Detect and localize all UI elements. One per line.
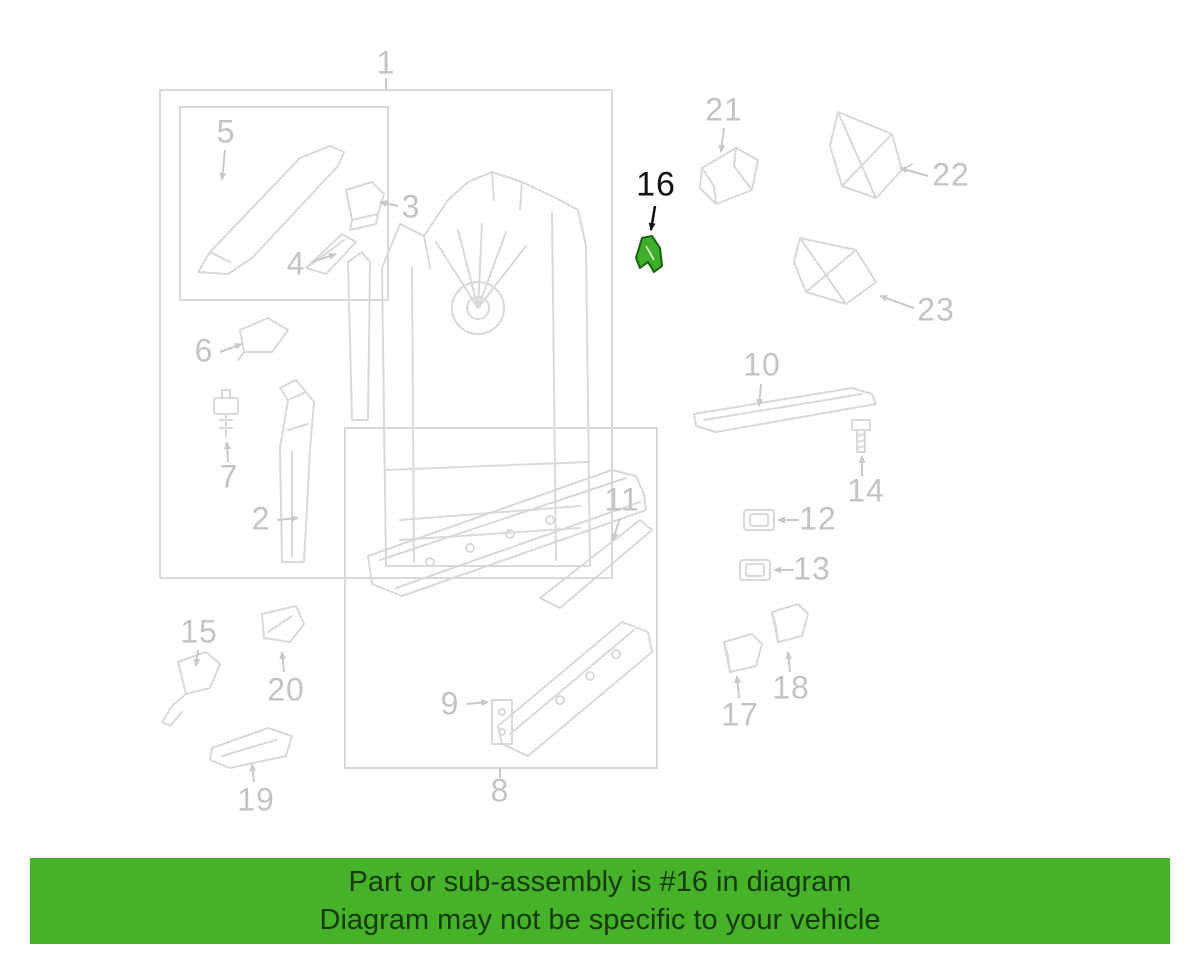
part-drawing-22 xyxy=(829,111,913,199)
banner-line-1: Part or sub-assembly is #16 in diagram xyxy=(348,866,852,898)
highlighted-part-16 xyxy=(635,235,663,273)
part-drawing-2 xyxy=(279,379,315,563)
part-drawing-6 xyxy=(237,317,289,361)
part-drawing-5 xyxy=(197,145,345,275)
part-drawing-19 xyxy=(209,727,293,769)
part-drawing-9 xyxy=(491,621,653,757)
part-drawing-10 xyxy=(693,387,877,433)
part-drawing-20 xyxy=(261,605,305,643)
part-drawing-17 xyxy=(723,633,763,673)
part-drawing-18 xyxy=(771,603,809,643)
part-drawing-14 xyxy=(851,419,871,453)
part-drawing-7 xyxy=(213,389,239,437)
part-drawing-group-box-8 xyxy=(344,427,658,769)
part-drawing-15 xyxy=(161,651,221,727)
highlight-banner: Part or sub-assembly is #16 in diagram D… xyxy=(30,858,1170,944)
highlight-arrow-16 xyxy=(648,205,657,231)
part-drawing-21 xyxy=(699,147,759,205)
part-drawing-23 xyxy=(793,237,877,305)
banner-line-2: Diagram may not be specific to your vehi… xyxy=(319,904,881,936)
leader-lines xyxy=(193,78,929,783)
part-drawing-12 xyxy=(743,509,775,531)
part-drawing-3 xyxy=(345,181,385,231)
part-drawing-firewall xyxy=(347,171,591,567)
part-drawing-11 xyxy=(367,469,653,609)
part-drawing-13 xyxy=(739,559,771,581)
